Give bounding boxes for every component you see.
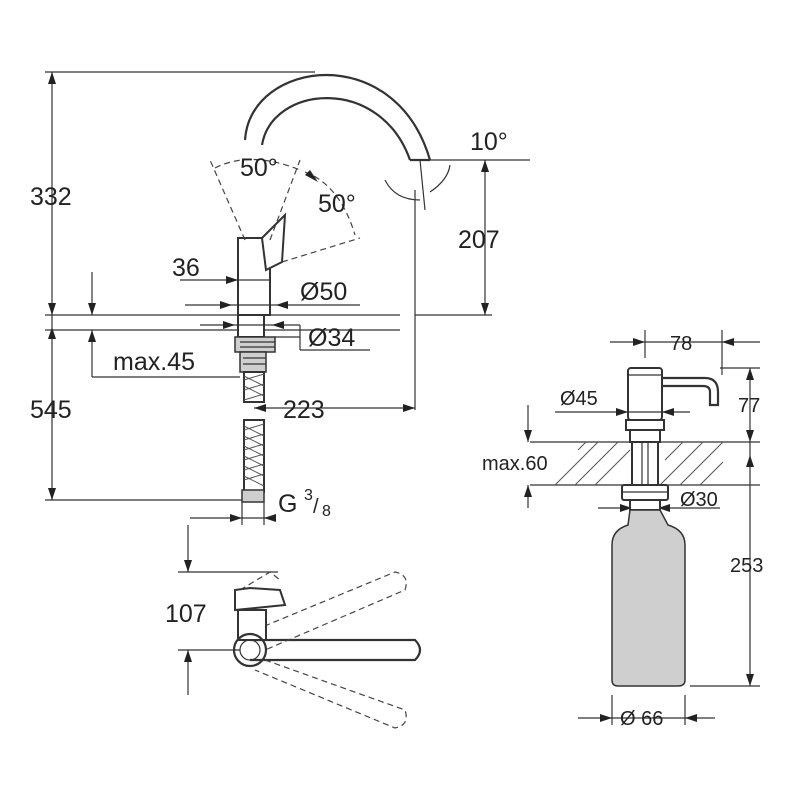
threaded-shank [234,336,276,353]
angle-handle-left: 50° [240,154,278,182]
dim-thread-slash: / [313,496,319,518]
mounting-nut [237,314,265,338]
hose-connector [241,489,265,503]
dim-dispenser-hole: Ø30 [680,489,718,511]
handle-lever [260,212,287,272]
dim-dispenser-max-counter: max.60 [482,453,548,475]
soap-dispenser: 78 Ø45 77 max.60 [482,330,763,730]
dim-head-diameter: Ø45 [560,388,598,410]
dim-total-length: 253 [730,555,763,577]
dim-thread-denominator: 8 [322,503,331,520]
dim-total-height: 332 [30,183,72,211]
dim-handle-offset: 36 [172,254,200,282]
top-handle [234,586,287,612]
dim-head-height: 77 [738,395,760,417]
soap-bottle [611,509,686,687]
faucet-side-view: 332 545 50° 50° 10° 207 [30,71,530,525]
angle-spout: 10° [470,128,508,156]
dim-spout-reach: 223 [283,396,325,424]
pump-collar [625,419,665,431]
dim-spout-height: 207 [458,226,500,254]
dim-thread-letter: G [278,490,297,518]
dim-thread-numerator: 3 [304,487,313,504]
dim-swivel-offset: 107 [165,600,207,628]
dim-bottle-diameter: Ø 66 [620,708,663,730]
faucet-top-view: 107 [165,525,422,729]
top-base-ring [232,632,268,668]
dispenser-shank [631,441,659,486]
dim-hose-length: 545 [30,396,72,424]
dim-pump-reach: 78 [670,333,692,355]
angle-handle-right: 50° [318,190,356,218]
dim-hole-diameter: Ø34 [308,324,355,352]
dim-max-counter: max.45 [113,348,195,376]
dim-base-diameter: Ø50 [300,278,347,306]
countertop-hatch [554,441,724,486]
